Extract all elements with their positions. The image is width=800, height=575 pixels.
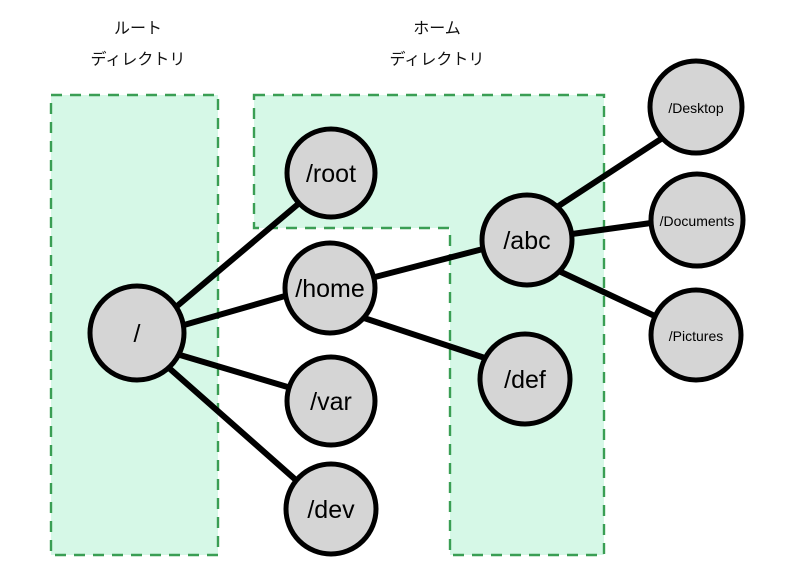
node-pictures[interactable]: /Pictures [648, 287, 744, 383]
node-home-label: /home [295, 275, 364, 303]
node-def-label: /def [504, 366, 546, 394]
node-documents-label: /Documents [660, 213, 735, 229]
home-directory-caption-line1: ホーム [413, 21, 461, 38]
edge-abc-to-pictures [558, 269, 662, 321]
node-def-circle[interactable] [477, 331, 573, 427]
node-var[interactable]: /var [284, 354, 378, 448]
node-documents[interactable]: /Documents [648, 171, 746, 269]
edge-root-to-var [177, 352, 294, 391]
edge-abc-to-documents [569, 220, 654, 237]
root-directory-region-border [49, 93, 220, 557]
node-root-home-label: /root [306, 160, 356, 188]
node-dev[interactable]: /dev [283, 461, 379, 557]
node-pictures-circle[interactable] [648, 287, 744, 383]
root-directory-caption-line1: ルート [114, 21, 162, 38]
edge-home-to-abc [372, 246, 486, 280]
edge-root-to-dev [166, 365, 300, 484]
node-dev-circle[interactable] [283, 461, 379, 557]
edge-root-to-rootdir [173, 202, 300, 310]
tree-nodes-layer: / /root/home/var/dev/abc/def/Desktop/Docu… [87, 58, 746, 557]
node-pictures-label: /Pictures [669, 328, 723, 344]
edge-abc-to-desktop [554, 134, 667, 210]
node-documents-circle[interactable] [648, 171, 746, 269]
node-root-circle[interactable] [87, 283, 187, 383]
node-home[interactable]: /home [282, 240, 378, 336]
home-directory-region-border [252, 93, 606, 557]
node-root-label: / [134, 320, 141, 348]
node-root-home[interactable]: /root [284, 126, 378, 220]
edge-home-to-def [361, 315, 494, 363]
node-desktop[interactable]: /Desktop [647, 58, 745, 156]
node-root-home-circle[interactable] [284, 126, 378, 220]
node-abc-label: /abc [503, 227, 550, 255]
node-abc[interactable]: /abc [479, 192, 575, 288]
node-abc-circle[interactable] [479, 192, 575, 288]
node-root[interactable]: / [87, 283, 187, 383]
node-var-circle[interactable] [284, 354, 378, 448]
tree-edges-layer [166, 134, 667, 484]
node-desktop-circle[interactable] [647, 58, 745, 156]
home-directory-caption-line2: ディレクトリ [390, 50, 485, 69]
node-def[interactable]: /def [477, 331, 573, 427]
edge-root-to-home [181, 293, 288, 328]
node-desktop-label: /Desktop [668, 100, 723, 116]
node-dev-label: /dev [307, 496, 355, 524]
node-home-circle[interactable] [282, 240, 378, 336]
root-directory-caption-line2: ディレクトリ [91, 50, 186, 69]
node-var-label: /var [310, 388, 352, 416]
